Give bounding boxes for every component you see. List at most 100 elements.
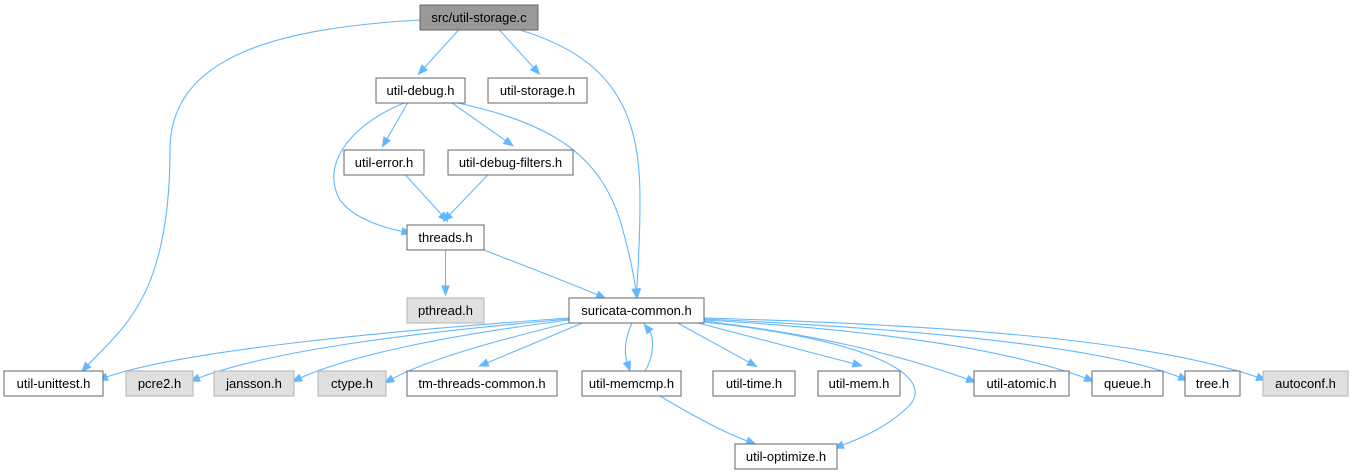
node-box bbox=[734, 443, 838, 470]
edge-line bbox=[703, 318, 1183, 379]
arrowhead bbox=[529, 64, 541, 76]
node-label: pthread.h bbox=[418, 303, 473, 318]
edge-line bbox=[677, 322, 752, 365]
edge-line bbox=[195, 318, 570, 380]
node-box bbox=[3, 370, 104, 397]
edge-line bbox=[103, 317, 570, 379]
arrowhead bbox=[442, 211, 454, 223]
edge-line bbox=[422, 29, 459, 71]
arrowhead bbox=[631, 288, 640, 300]
nodes-layer: src/util-storage.c util-debug.h util-stora… bbox=[3, 4, 1349, 470]
arrowhead bbox=[622, 360, 631, 372]
node-box bbox=[447, 149, 574, 176]
edge-line bbox=[333, 102, 406, 233]
node-util-debug-filters-h[interactable]: util-debug-filters.h bbox=[447, 149, 574, 176]
node-autoconf-h: autoconf.h bbox=[1262, 370, 1349, 397]
node-label: util-memcmp.h bbox=[589, 376, 674, 391]
arrowhead bbox=[1083, 373, 1095, 382]
node-label: suricata-common.h bbox=[581, 303, 692, 318]
edge-util-memcmp-h-to-util-optimize-h bbox=[659, 395, 757, 445]
node-label: src/util-storage.c bbox=[431, 10, 527, 25]
edge-line bbox=[85, 19, 421, 368]
edge-suricata-common-h-to-tm-threads-common-h bbox=[477, 322, 583, 367]
edge-line bbox=[703, 319, 1089, 380]
node-label: jansson.h bbox=[225, 376, 282, 391]
edge-suricata-common-h-to-util-mem-h bbox=[697, 322, 864, 368]
node-label: threads.h bbox=[418, 230, 472, 245]
node-label: util-atomic.h bbox=[986, 376, 1056, 391]
node-box bbox=[419, 4, 539, 31]
edge-line bbox=[457, 102, 637, 293]
edge-line bbox=[389, 321, 573, 381]
node-threads-h[interactable]: threads.h bbox=[406, 224, 485, 251]
node-box bbox=[1184, 370, 1241, 397]
edge-line bbox=[703, 317, 1261, 379]
edge-suricata-common-h-to-jansson-h bbox=[291, 319, 570, 383]
node-pcre2-h: pcre2.h bbox=[125, 370, 194, 397]
edge-line bbox=[447, 174, 489, 218]
node-util-unittest-h[interactable]: util-unittest.h bbox=[3, 370, 104, 397]
edge-suricata-common-h-to-util-time-h bbox=[677, 322, 758, 368]
arrowhead bbox=[851, 359, 864, 368]
node-util-storage-h[interactable]: util-storage.h bbox=[487, 77, 588, 104]
edge-util-storage-c-to-util-debug-h bbox=[417, 29, 459, 76]
edge-line bbox=[483, 249, 601, 297]
node-box bbox=[406, 224, 485, 251]
node-util-error-h[interactable]: util-error.h bbox=[343, 149, 425, 176]
node-tm-threads-common-h[interactable]: tm-threads-common.h bbox=[406, 370, 558, 397]
node-box bbox=[487, 77, 588, 104]
node-pthread-h: pthread.h bbox=[406, 297, 485, 324]
node-label: util-storage.h bbox=[500, 83, 575, 98]
edge-line bbox=[451, 102, 509, 143]
edge-util-debug-h-to-util-debug-filters-h bbox=[451, 102, 515, 147]
edge-util-storage-c-to-util-unittest-h bbox=[81, 19, 421, 373]
edge-line bbox=[703, 321, 916, 447]
edge-line bbox=[644, 328, 654, 372]
node-label: util-time.h bbox=[726, 376, 782, 391]
node-util-storage-c[interactable]: src/util-storage.c bbox=[419, 4, 539, 31]
edge-line bbox=[697, 322, 857, 365]
node-util-memcmp-h[interactable]: util-memcmp.h bbox=[581, 370, 682, 397]
edge-line bbox=[624, 322, 633, 366]
node-util-optimize-h[interactable]: util-optimize.h bbox=[734, 443, 838, 470]
node-label: util-error.h bbox=[355, 155, 414, 170]
edge-suricata-common-h-to-util-atomic-h bbox=[703, 320, 977, 383]
arrowhead bbox=[965, 374, 977, 383]
arrowhead bbox=[643, 323, 654, 335]
node-util-mem-h[interactable]: util-mem.h bbox=[817, 370, 901, 397]
arrowhead bbox=[383, 374, 396, 384]
node-queue-h[interactable]: queue.h bbox=[1091, 370, 1164, 397]
node-label: util-debug.h bbox=[387, 83, 455, 98]
arrowhead bbox=[381, 136, 392, 148]
node-util-atomic-h[interactable]: util-atomic.h bbox=[973, 370, 1070, 397]
node-label: util-mem.h bbox=[829, 376, 890, 391]
edge-util-debug-filters-h-to-threads-h bbox=[442, 174, 489, 223]
arrowhead bbox=[746, 358, 758, 368]
node-box bbox=[581, 370, 682, 397]
edge-line bbox=[703, 320, 971, 381]
edge-threads-h-to-pthread-h bbox=[441, 250, 450, 297]
node-tree-h[interactable]: tree.h bbox=[1184, 370, 1241, 397]
arrowhead bbox=[595, 290, 607, 299]
edge-suricata-common-h-to-queue-h bbox=[703, 319, 1095, 382]
edges-layer bbox=[81, 19, 1267, 449]
node-box bbox=[568, 297, 705, 324]
node-suricata-common-h[interactable]: suricata-common.h bbox=[568, 297, 705, 324]
node-util-time-h[interactable]: util-time.h bbox=[712, 370, 796, 397]
arrowhead bbox=[81, 361, 92, 373]
node-label: util-unittest.h bbox=[17, 376, 91, 391]
edge-suricata-common-h-to-util-memcmp-h bbox=[622, 322, 633, 372]
arrowhead bbox=[477, 358, 490, 367]
edge-suricata-common-h-to-ctype-h bbox=[383, 321, 573, 384]
edge-util-storage-c-to-util-storage-h bbox=[499, 29, 541, 76]
edge-threads-h-to-suricata-common-h bbox=[483, 249, 607, 299]
node-label: queue.h bbox=[1104, 376, 1151, 391]
node-label: tm-threads-common.h bbox=[418, 376, 545, 391]
node-box bbox=[213, 370, 295, 397]
node-box bbox=[343, 149, 425, 176]
edge-line bbox=[385, 102, 409, 142]
edge-line bbox=[297, 319, 570, 380]
node-util-debug-h[interactable]: util-debug.h bbox=[375, 77, 466, 104]
edge-util-error-h-to-threads-h bbox=[405, 174, 449, 223]
